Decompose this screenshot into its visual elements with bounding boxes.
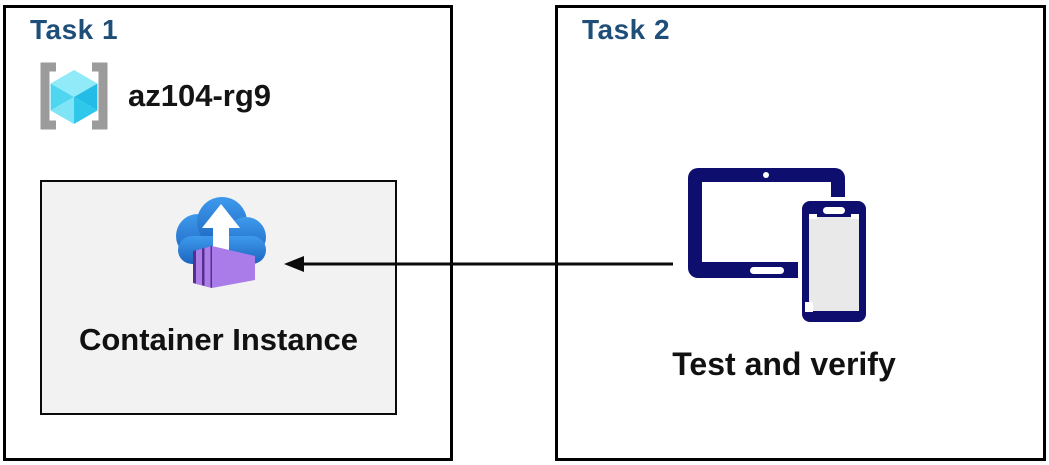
container-slat-2 [204, 246, 211, 288]
phone-screen [809, 217, 859, 311]
phone-speaker [823, 207, 845, 214]
resource-group-name: az104-rg9 [128, 78, 272, 113]
cube-left-upper-face [50, 83, 74, 111]
devices-icon [688, 168, 870, 326]
phone-icon [798, 197, 870, 326]
cube-left-lower-face [50, 97, 74, 124]
test-verify-label: Test and verify [672, 346, 896, 382]
left-bracket [40, 62, 56, 130]
phone-notch-bottom [805, 302, 813, 312]
cube-right-lower-face [74, 97, 98, 124]
phone-notch-left [809, 214, 817, 219]
cube-top-face [50, 70, 98, 97]
resource-group-icon [40, 62, 108, 130]
task1-title: Task 1 [30, 14, 119, 45]
tablet-camera-dot [763, 172, 769, 178]
container-instance-icon [176, 197, 266, 288]
task2-box: Task 2 Test and verify [555, 5, 1046, 461]
container-instance-box: Container Instance [40, 180, 397, 415]
container-3d-box [193, 246, 255, 288]
phone-notch-right [851, 214, 859, 219]
cube-right-upper-face [74, 83, 98, 111]
upload-arrow-icon [202, 204, 240, 254]
task1-box: Task 1 az104-rg9 [3, 5, 453, 461]
right-bracket [92, 62, 108, 130]
tablet-home-button [750, 267, 784, 274]
container-side-face [212, 246, 255, 288]
task2-title: Task 2 [582, 14, 671, 45]
container-slat-1 [196, 248, 202, 286]
container-instance-label: Container Instance [78, 322, 359, 357]
